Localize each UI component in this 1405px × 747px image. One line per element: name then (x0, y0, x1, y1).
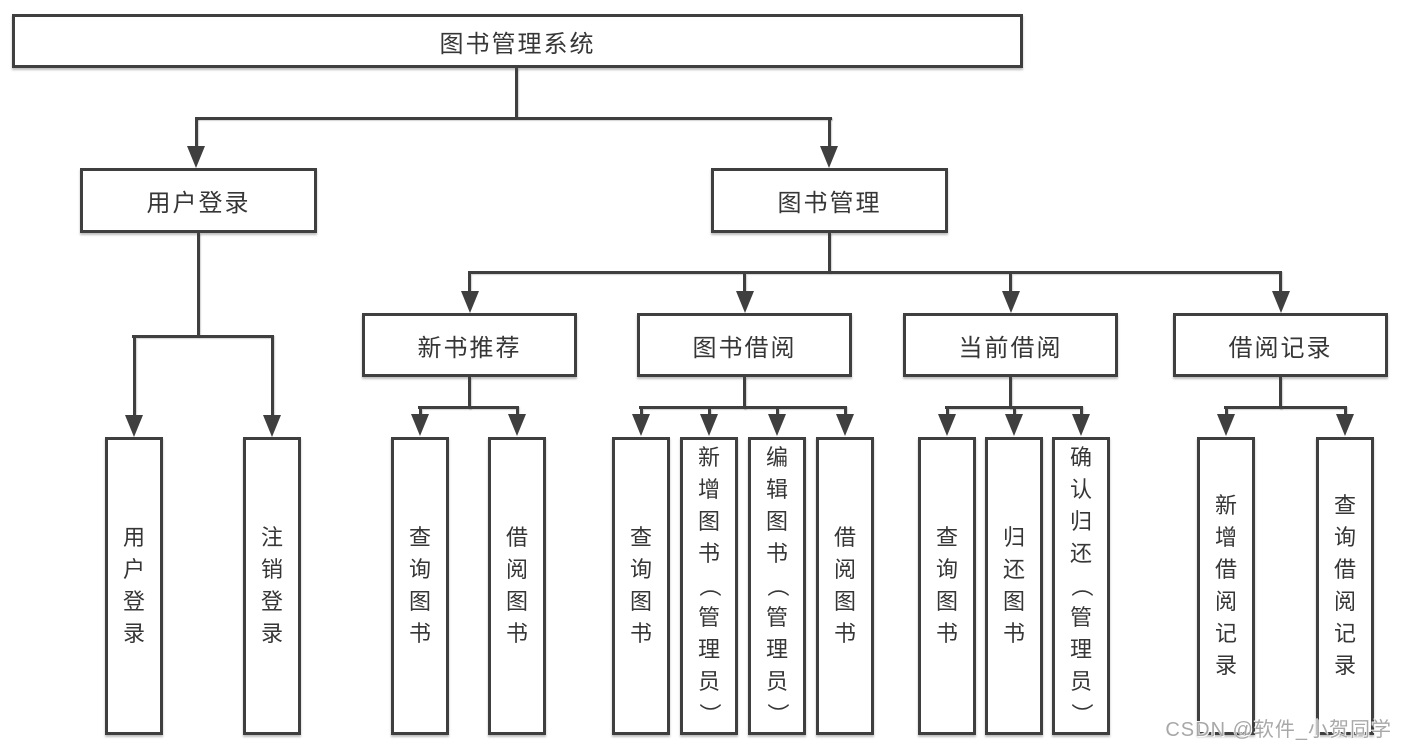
leaf-label: 新增借阅记录 (1214, 493, 1237, 678)
connector-line (197, 233, 200, 337)
leaf-query-books-3: 查询图书 (918, 437, 976, 735)
arrow-down-icon (1072, 414, 1090, 436)
connector-line (418, 406, 519, 409)
arrow-down-icon (632, 414, 650, 436)
connector-line (1279, 377, 1282, 409)
node-label: 用户登录 (146, 190, 251, 217)
connector-line (418, 409, 422, 415)
node-label: 图书管理系统 (439, 30, 596, 58)
leaf-label: 借阅图书 (505, 525, 528, 646)
leaf-edit-books-admin: 编辑图书（管理员） (748, 437, 806, 735)
leaf-label: 确认归还（管理员） (1068, 445, 1094, 726)
connector-line (195, 117, 832, 120)
node-label: 图书管理 (777, 190, 882, 217)
arrow-down-icon (460, 291, 479, 313)
leaf-logout: 注销登录 (243, 437, 301, 735)
connector-line (1079, 409, 1083, 415)
leaf-label: 查询图书 (935, 525, 958, 646)
leaf-label: 查询图书 (408, 525, 431, 646)
arrow-down-icon (768, 414, 786, 436)
connector-line (468, 377, 471, 409)
connector-line (828, 233, 831, 273)
node-borrow-records: 借阅记录 (1173, 313, 1388, 377)
node-label: 当前借阅 (958, 334, 1063, 362)
connector-line (707, 409, 711, 415)
arrow-down-icon (508, 414, 526, 436)
connector-line (1279, 274, 1282, 291)
connector-line (639, 406, 847, 409)
connector-line (515, 409, 519, 415)
connector-line (945, 409, 949, 415)
connector-line (515, 68, 518, 118)
leaf-add-books-admin: 新增图书（管理员） (680, 437, 738, 735)
connector-line (195, 118, 198, 146)
leaf-query-borrow-record: 查询借阅记录 (1316, 437, 1374, 735)
leaf-add-borrow-record: 新增借阅记录 (1197, 437, 1255, 735)
node-new-book-recommend: 新书推荐 (362, 313, 577, 377)
leaf-label: 归还图书 (1002, 525, 1025, 646)
connector-line (468, 271, 1282, 274)
arrow-down-icon (836, 414, 854, 436)
connector-line (132, 335, 274, 338)
connector-line (132, 338, 136, 415)
arrow-down-icon (735, 291, 754, 313)
connector-line (639, 409, 643, 415)
arrow-down-icon (1217, 414, 1235, 436)
arrow-down-icon (820, 146, 838, 168)
connector-line (743, 377, 746, 409)
leaf-label: 查询图书 (629, 525, 652, 646)
arrow-down-icon (1336, 414, 1354, 436)
connector-line (270, 338, 274, 415)
arrow-down-icon (263, 415, 281, 437)
leaf-confirm-return-admin: 确认归还（管理员） (1052, 437, 1110, 735)
leaf-label: 注销登录 (260, 525, 283, 646)
connector-line (1343, 409, 1347, 415)
connector-line (945, 406, 1083, 409)
watermark: CSDN @软件_小贺同学 (1165, 719, 1392, 741)
node-book-management: 图书管理 (711, 168, 948, 233)
connector-line (843, 409, 847, 415)
connector-line (1012, 409, 1016, 415)
arrow-down-icon (1001, 291, 1020, 313)
leaf-return-books: 归还图书 (985, 437, 1043, 735)
connector-line (775, 409, 779, 415)
leaf-borrow-books-1: 借阅图书 (488, 437, 546, 735)
connector-line (1224, 409, 1228, 415)
connector-line (1009, 274, 1012, 291)
arrow-down-icon (411, 414, 429, 436)
leaf-borrow-books-2: 借阅图书 (816, 437, 874, 735)
node-book-borrowing: 图书借阅 (637, 313, 852, 377)
node-current-borrowing: 当前借阅 (903, 313, 1118, 377)
connector-line (828, 118, 831, 146)
arrow-down-icon (187, 146, 205, 168)
node-label: 新书推荐 (417, 334, 522, 362)
leaf-label: 编辑图书（管理员） (764, 445, 790, 726)
arrow-down-icon (125, 415, 143, 437)
leaf-query-books-1: 查询图书 (391, 437, 449, 735)
leaf-query-books-2: 查询图书 (612, 437, 670, 735)
connector-line (1224, 406, 1347, 409)
node-label: 借阅记录 (1228, 334, 1333, 362)
connector-line (743, 274, 746, 291)
leaf-label: 借阅图书 (833, 525, 856, 646)
leaf-label: 查询借阅记录 (1333, 493, 1356, 678)
connector-line (468, 274, 471, 291)
arrow-down-icon (938, 414, 956, 436)
leaf-label: 新增图书（管理员） (696, 445, 722, 726)
node-user-login: 用户登录 (80, 168, 317, 233)
connector-line (1009, 377, 1012, 409)
node-library-system-root: 图书管理系统 (12, 14, 1023, 68)
leaf-user-login: 用户登录 (105, 437, 163, 735)
arrow-down-icon (1271, 291, 1290, 313)
leaf-label: 用户登录 (122, 525, 145, 646)
arrow-down-icon (1005, 414, 1023, 436)
node-label: 图书借阅 (692, 334, 797, 362)
arrow-down-icon (700, 414, 718, 436)
